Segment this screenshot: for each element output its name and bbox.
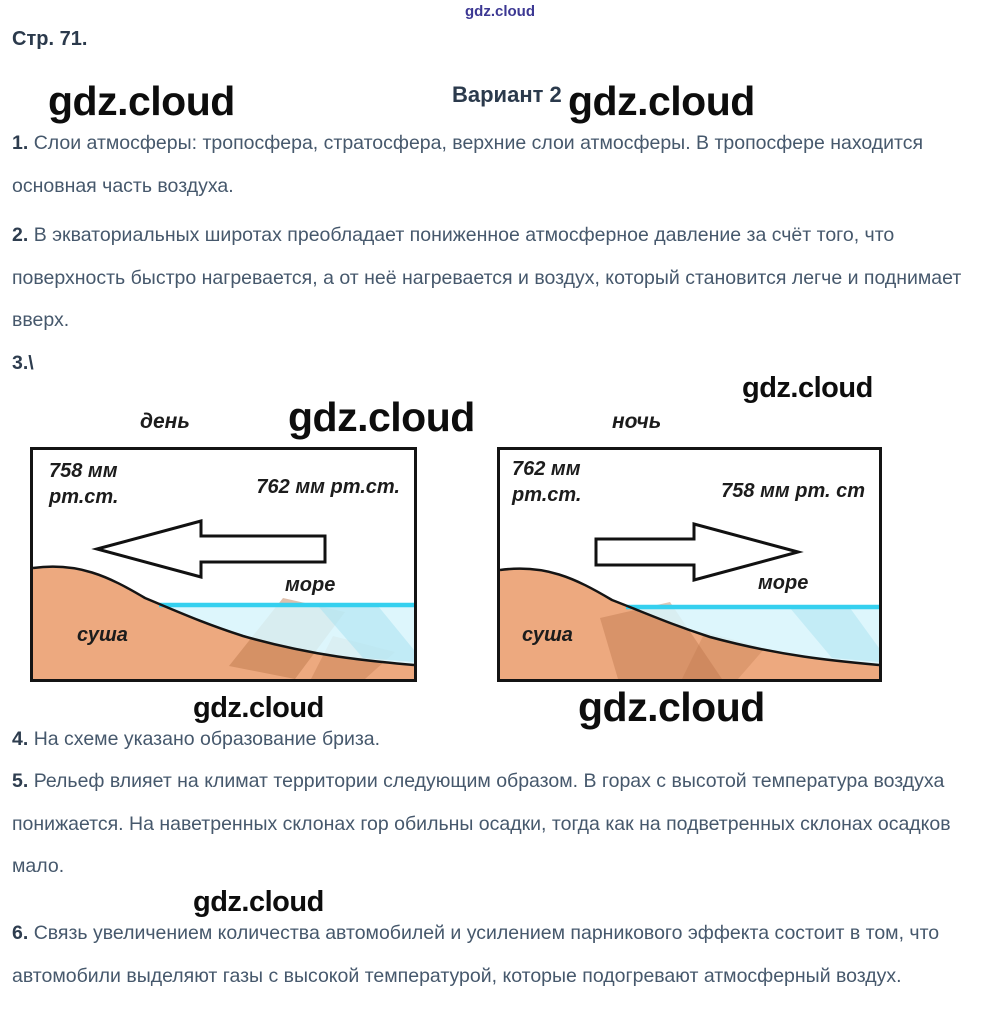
answer-2: 2. В экваториальных широтах преобладает … (12, 214, 970, 342)
land-label: суша (522, 624, 573, 646)
watermark-below-left: gdz.cloud (193, 692, 324, 724)
diagram-night-title: ночь (612, 410, 662, 433)
sea-label: море (285, 574, 336, 596)
pressure-label-sea: 762 мм рт.ст. (256, 476, 400, 498)
watermark-header-left: gdz.cloud (48, 78, 235, 124)
watermark-top: gdz.cloud (465, 3, 535, 20)
answer-3: 3.\ (12, 342, 970, 385)
answer-6-number: 6. (12, 922, 29, 944)
pressure-label-sea: 762 мм рт.ст. (512, 456, 582, 508)
answer-5: 5. Рельеф влияет на климат территории сл… (12, 760, 977, 888)
watermark-header-right: gdz.cloud (568, 78, 755, 124)
answer-6: 6. Связь увеличением количества автомоби… (12, 912, 977, 997)
land-shade-patch (600, 602, 722, 679)
watermark-above-answer-6: gdz.cloud (193, 886, 324, 918)
watermark-mid-center: gdz.cloud (288, 394, 475, 440)
land-shape (33, 566, 414, 679)
answer-2-text: В экваториальных широтах преобладает пон… (12, 224, 962, 331)
diagram-night: 762 мм рт.ст. 758 мм рт. ст море суша (497, 447, 882, 682)
water-shade-patch (318, 606, 414, 662)
land-outline (500, 567, 879, 667)
breeze-arrow-right (594, 522, 804, 582)
watermark-below-right: gdz.cloud (578, 684, 765, 730)
sea-label: море (758, 572, 809, 594)
answer-4: 4. На схеме указано образование бриза. (12, 718, 970, 761)
diagram-day-title: день (140, 410, 190, 433)
answer-3-number: 3.\ (12, 352, 34, 374)
diagram-day: 758 мм рт.ст. 762 мм рт.ст. море суша (30, 447, 417, 682)
pressure-value: 758 мм (49, 460, 118, 482)
answer-1: 1. Слои атмосферы: тропосфера, стратосфе… (12, 122, 970, 207)
water-shade-patch (790, 608, 879, 662)
land-label: суша (77, 624, 128, 646)
answer-4-number: 4. (12, 728, 29, 750)
pressure-label-land: 758 мм рт. ст (721, 480, 865, 502)
variant-title: Вариант 2 (452, 82, 562, 107)
answer-4-text: На схеме указано образование бриза. (33, 728, 381, 750)
answer-5-text: Рельеф влияет на климат территории следу… (12, 770, 951, 877)
breeze-arrow-left (91, 519, 327, 579)
pressure-unit: рт.ст. (49, 486, 119, 508)
pressure-label-land: 758 мм рт.ст. (49, 458, 119, 510)
answer-2-number: 2. (12, 224, 29, 246)
pressure-value: 762 мм (512, 458, 581, 480)
land-outline (33, 565, 414, 667)
diagram-day-drawing (33, 519, 414, 679)
watermark-mid-right: gdz.cloud (742, 372, 873, 404)
answer-1-text: Слои атмосферы: тропосфера, стратосфера,… (12, 132, 924, 197)
land-shape (500, 568, 879, 679)
page-label: Стр. 71. (12, 28, 88, 50)
answer-1-number: 1. (12, 132, 29, 154)
answer-5-number: 5. (12, 770, 29, 792)
diagram-night-drawing (500, 522, 879, 679)
pressure-unit: рт.ст. (512, 484, 582, 506)
answer-6-text: Связь увеличением количества автомобилей… (12, 922, 940, 987)
